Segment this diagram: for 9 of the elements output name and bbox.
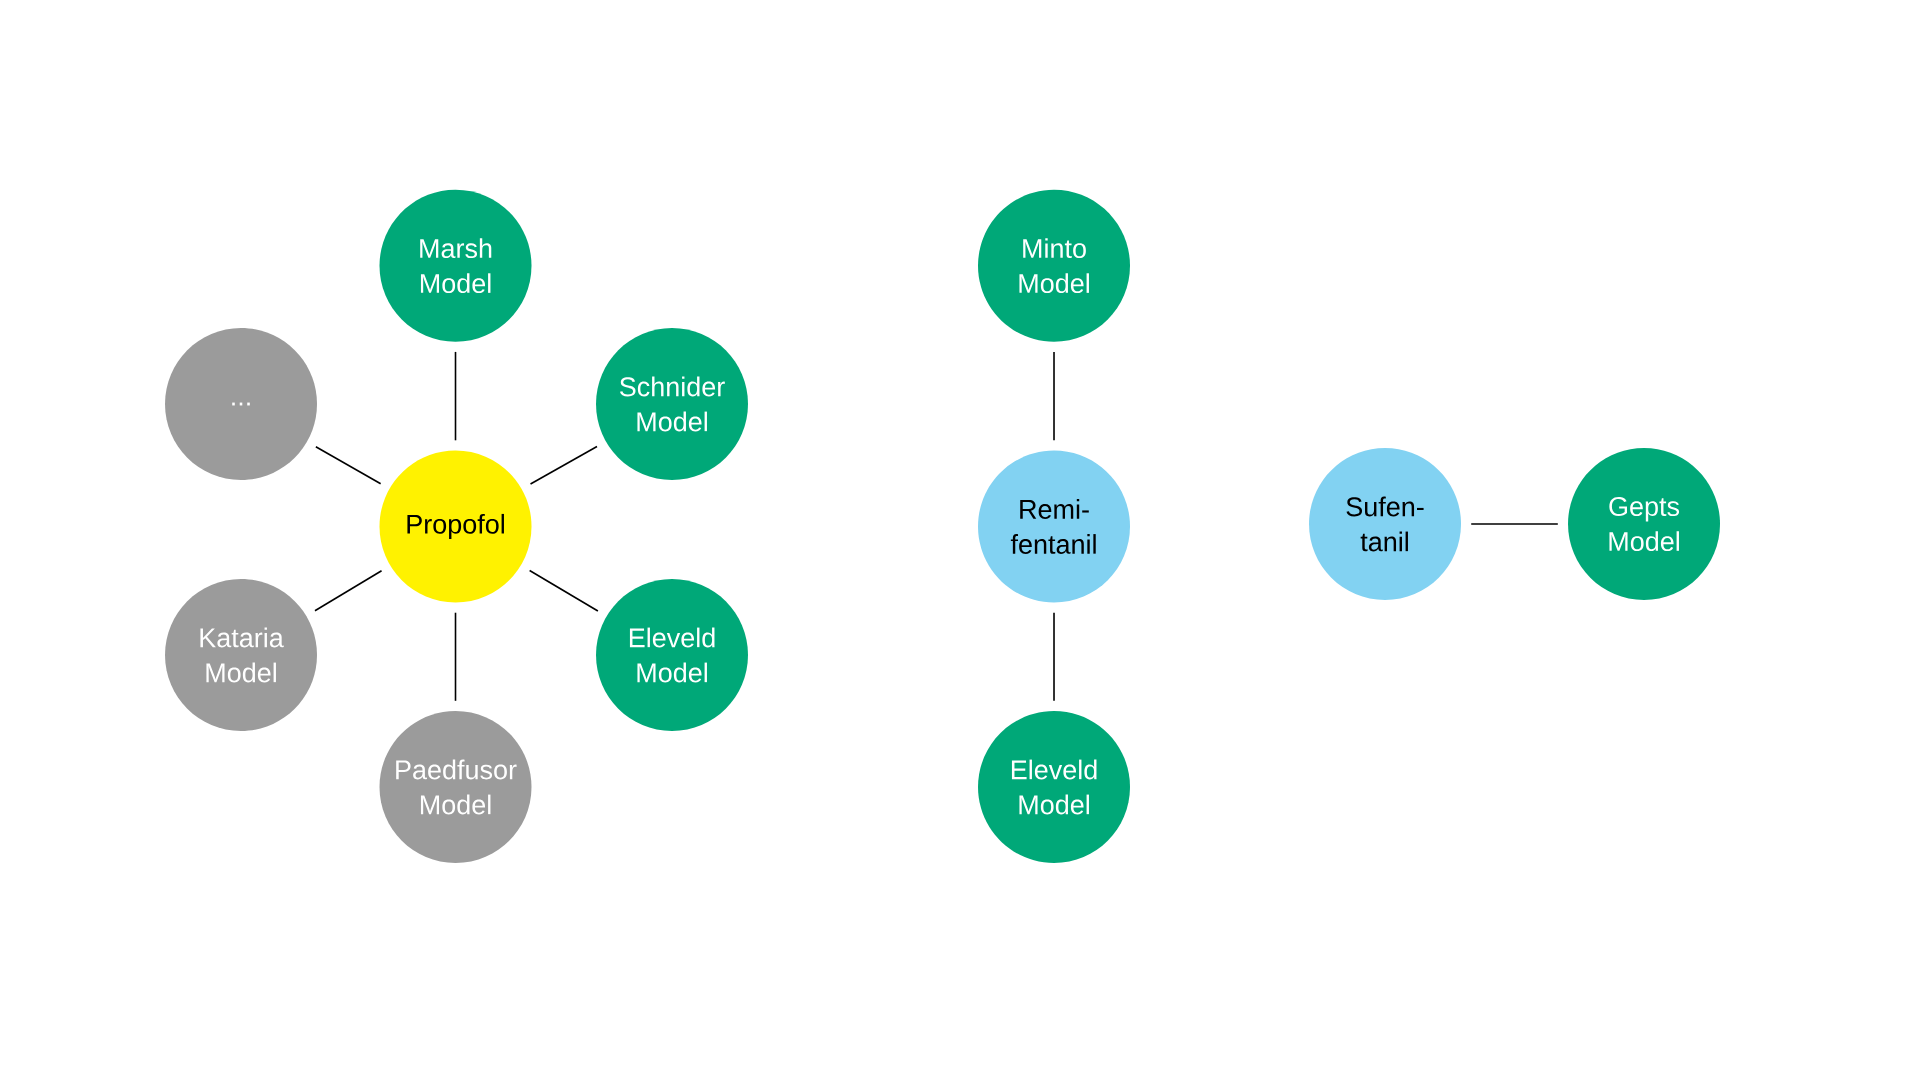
- connector-line: [315, 445, 382, 485]
- connector-line: [1470, 523, 1559, 525]
- connector-line: [1053, 351, 1055, 442]
- connector-line: [314, 570, 383, 612]
- connector-line: [454, 351, 457, 442]
- connector-line: [528, 569, 599, 612]
- connector-line: [529, 445, 598, 485]
- connector-line: [454, 611, 457, 702]
- connector-line: [1053, 611, 1055, 702]
